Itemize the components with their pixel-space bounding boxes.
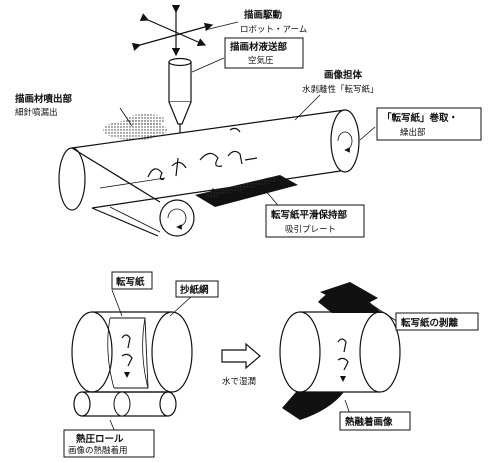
spray-out-label-line1: 描画材噴出部 [15, 93, 73, 105]
paper-drum-left [72, 312, 192, 392]
peeled-paper-top [318, 282, 382, 313]
spray-out-label-line2: 細針噴漏出 [15, 107, 58, 118]
image-carrier-label-line1: 画像担体 [324, 69, 363, 81]
front-roller-icon [160, 200, 194, 236]
drum-calligraphy-right [338, 339, 348, 382]
gauze-label: 抄紙網 [180, 284, 209, 296]
label-image-carrier: 画像担体 水剥離性「転写紙」 [302, 69, 379, 95]
transfer-paper-label: 転写紙 [116, 276, 145, 288]
robot-arm-label-line1: 描画駆動 [244, 9, 283, 21]
peel-label: 転写紙の剥離 [401, 317, 459, 329]
label-roll-feed: 「転写紙」巻取・ 繰出部 [377, 108, 481, 140]
spray-dots-icon [103, 114, 167, 140]
flat-holder-label-line2: 吸引プレート [285, 225, 336, 235]
label-peel: 転写紙の剥離 [396, 313, 478, 330]
nozzle-feed-label-line1: 描画材液送部 [230, 41, 288, 53]
top-diagram: 描画駆動 ロボット・アーム 描画材液送部 空気圧 描画材噴出部 細針噴漏出 画像… [15, 9, 481, 237]
label-nozzle-feed: 描画材液送部 空気圧 [225, 38, 303, 68]
label-flat-holder: 転写紙平滑保持部 吸引プレート [266, 205, 364, 237]
nozzle-feed-label-line2: 空気圧 [248, 55, 274, 66]
heat-roll-label-line2: 画像の熱融着用 [68, 445, 128, 456]
right-roller-icon [331, 110, 359, 172]
process-arrow-icon [222, 344, 260, 368]
image-carrier-label-line2: 水剥離性「転写紙」 [302, 84, 379, 95]
label-spray-out: 描画材噴出部 細針噴漏出 [15, 93, 73, 118]
label-gauze: 抄紙網 [176, 281, 218, 297]
bottom-diagram: 転写紙 抄紙網 転写紙の剥離 水で湿潤 熱圧ロール 画像の熱融着用 熱融着画像 [64, 272, 478, 457]
paper-drum-right [280, 312, 400, 392]
wet-label: 水で湿潤 [222, 376, 256, 387]
label-wet: 水で湿潤 [222, 376, 256, 387]
label-fused-image: 熱融着画像 [340, 412, 410, 430]
peeled-paper-bottom [282, 392, 344, 420]
fused-image-label: 熱融着画像 [345, 416, 393, 428]
heat-roll-label-line1: 熱圧ロール [76, 433, 124, 445]
heat-roll-icon [74, 392, 176, 416]
flat-holder-label-line1: 転写紙平滑保持部 [271, 209, 348, 221]
roll-feed-label-line2: 繰出部 [400, 127, 426, 138]
label-heat-roll: 熱圧ロール 画像の熱融着用 [64, 430, 154, 457]
label-robot-arm: 描画駆動 ロボット・アーム [240, 9, 307, 35]
label-transfer-paper: 転写紙 [112, 272, 152, 289]
robot-arm-motion-arrows [140, 12, 212, 55]
roll-feed-label-line1: 「転写紙」巻取・ [382, 112, 458, 124]
robot-arm-label-line2: ロボット・アーム [240, 25, 307, 35]
